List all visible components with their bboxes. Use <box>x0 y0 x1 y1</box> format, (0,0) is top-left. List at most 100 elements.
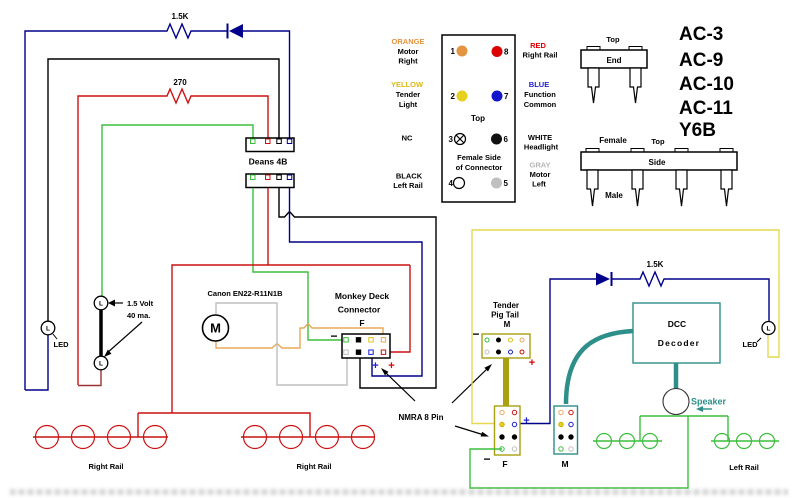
wheel <box>641 432 659 450</box>
tender-resistor-label: 1.5K <box>647 260 664 269</box>
m-connector: M <box>553 405 579 469</box>
pin5-dot-gray <box>491 177 502 189</box>
speaker: Speaker <box>662 387 727 416</box>
pin3-x-mark <box>455 134 465 144</box>
resistor-270-zigzag <box>162 87 196 105</box>
gray-motor-wire <box>215 302 348 386</box>
plug-end-top-label: Top <box>606 35 620 44</box>
tender-blue-wire <box>514 278 596 425</box>
right-rail-wheels-rear: Right Rail <box>241 424 376 471</box>
f-plus-blue: + <box>523 415 529 427</box>
legend-black-name: BLACK <box>396 172 423 181</box>
monkey-deck-minus: − <box>330 329 337 343</box>
pigtail-pins <box>484 337 525 355</box>
tender-diode-triangle <box>596 272 610 286</box>
m-connector-pins <box>558 409 574 452</box>
legend-nc: NC <box>402 134 413 143</box>
legend-top-label: Top <box>471 114 485 123</box>
wheel <box>278 424 304 450</box>
dcc-decoder-box <box>632 302 721 364</box>
lamp-letter-bottom: L <box>99 361 103 368</box>
led-symbol <box>40 320 56 336</box>
pin4-number: 4 <box>449 179 454 188</box>
lamp-note-line1: 1.5 Volt <box>127 299 154 308</box>
monkey-deck-label-1: Monkey Deck <box>335 291 390 301</box>
m-label: M <box>561 459 568 469</box>
tender-led-symbol <box>761 320 776 336</box>
green-ground-loop <box>469 416 689 489</box>
dcc-label-2: Decoder <box>658 338 700 348</box>
pigtail-label-1: Tender <box>493 301 519 310</box>
monkey-deck-pins <box>343 337 387 355</box>
legend-yellow-name: YELLOW <box>391 80 424 89</box>
legend-yellow-line1: Tender <box>396 90 421 99</box>
deans-label: Deans 4B <box>249 157 288 167</box>
blue-wire <box>24 30 162 390</box>
tender-led-label: LED <box>743 340 759 349</box>
tender-circuit: 1.5K L LED <box>471 229 780 425</box>
wheel <box>758 432 776 450</box>
yellow-wire-loop <box>471 229 780 425</box>
legend-female-side-2: of Connector <box>456 163 503 172</box>
plug-drawings: Top End Female Top Side Male <box>580 35 738 207</box>
pin4-dot-white <box>452 176 466 190</box>
plug-side-top-label: Top <box>651 137 665 146</box>
pin8-dot-red <box>491 46 503 57</box>
monkey-deck-connector: Monkey Deck Connector F − + + <box>330 291 394 372</box>
wheel <box>350 424 376 450</box>
legend-gray-line1: Motor <box>530 170 551 179</box>
pigtail-box <box>481 333 531 359</box>
lamp-terminal-bottom <box>93 355 109 371</box>
legend-white-line1: Headlight <box>524 143 559 152</box>
wheel <box>34 424 60 450</box>
plug-pin <box>720 169 733 207</box>
tender-resistor-zigzag <box>637 270 667 288</box>
wheel <box>70 424 96 450</box>
wheel <box>142 424 168 450</box>
pin7-number: 7 <box>504 92 509 101</box>
green-wire <box>101 124 254 296</box>
motor-circle <box>201 314 230 342</box>
monkey-deck-f: F <box>359 318 364 328</box>
right-rail-label-front: Right Rail <box>89 462 124 471</box>
wheel <box>314 424 340 450</box>
lamp-lower-lead <box>78 370 102 387</box>
legend-gray-name: GRAY <box>530 161 551 170</box>
pinout-legend: 1 8 2 7 3 6 4 5 Top Female Side of Conne… <box>391 34 559 203</box>
plug-end-body <box>580 49 648 69</box>
wheel <box>106 424 132 450</box>
pigtail-plus: + <box>529 357 535 369</box>
plug-pin <box>629 67 642 104</box>
deans-lower-box <box>245 173 295 189</box>
orange-motor-wire <box>215 322 384 349</box>
loco-headlight-circuit: 1.5K L LED <box>24 12 291 391</box>
led-label: LED <box>54 340 70 349</box>
tender-pigtail-connector: Tender Pig Tail M − + <box>472 301 535 406</box>
led-pointer <box>52 333 58 340</box>
motor: M Canon EN22-R11N1B <box>201 289 283 342</box>
plug-male-label: Male <box>605 191 623 200</box>
legend-box <box>441 34 516 203</box>
speaker-circle <box>662 387 690 416</box>
plug-pin <box>631 169 644 207</box>
pin2-dot-yellow <box>456 90 468 102</box>
green-harness-wire <box>252 188 344 341</box>
f-connector-pins <box>499 409 518 452</box>
right-rail-label-rear: Right Rail <box>297 462 332 471</box>
f-connector: + − F <box>483 405 530 469</box>
nmra-label: NMRA 8 Pin <box>398 413 443 422</box>
pin5-number: 5 <box>504 179 509 188</box>
monkey-deck-plus-red: + <box>388 360 394 372</box>
red-harness-wire <box>387 265 411 353</box>
pin1-number: 1 <box>451 47 456 56</box>
nmra-arrow-monkey-deck <box>384 371 416 402</box>
legend-red-line1: Right Rail <box>523 51 558 60</box>
plug-female-label: Female <box>599 136 627 145</box>
legend-yellow-line2: Light <box>399 100 418 109</box>
led-terminal-letter: L <box>46 326 50 333</box>
plug-pin <box>586 169 599 207</box>
dcc-decoder: DCC Decoder <box>563 302 721 405</box>
lamp-terminal-top <box>93 295 109 311</box>
